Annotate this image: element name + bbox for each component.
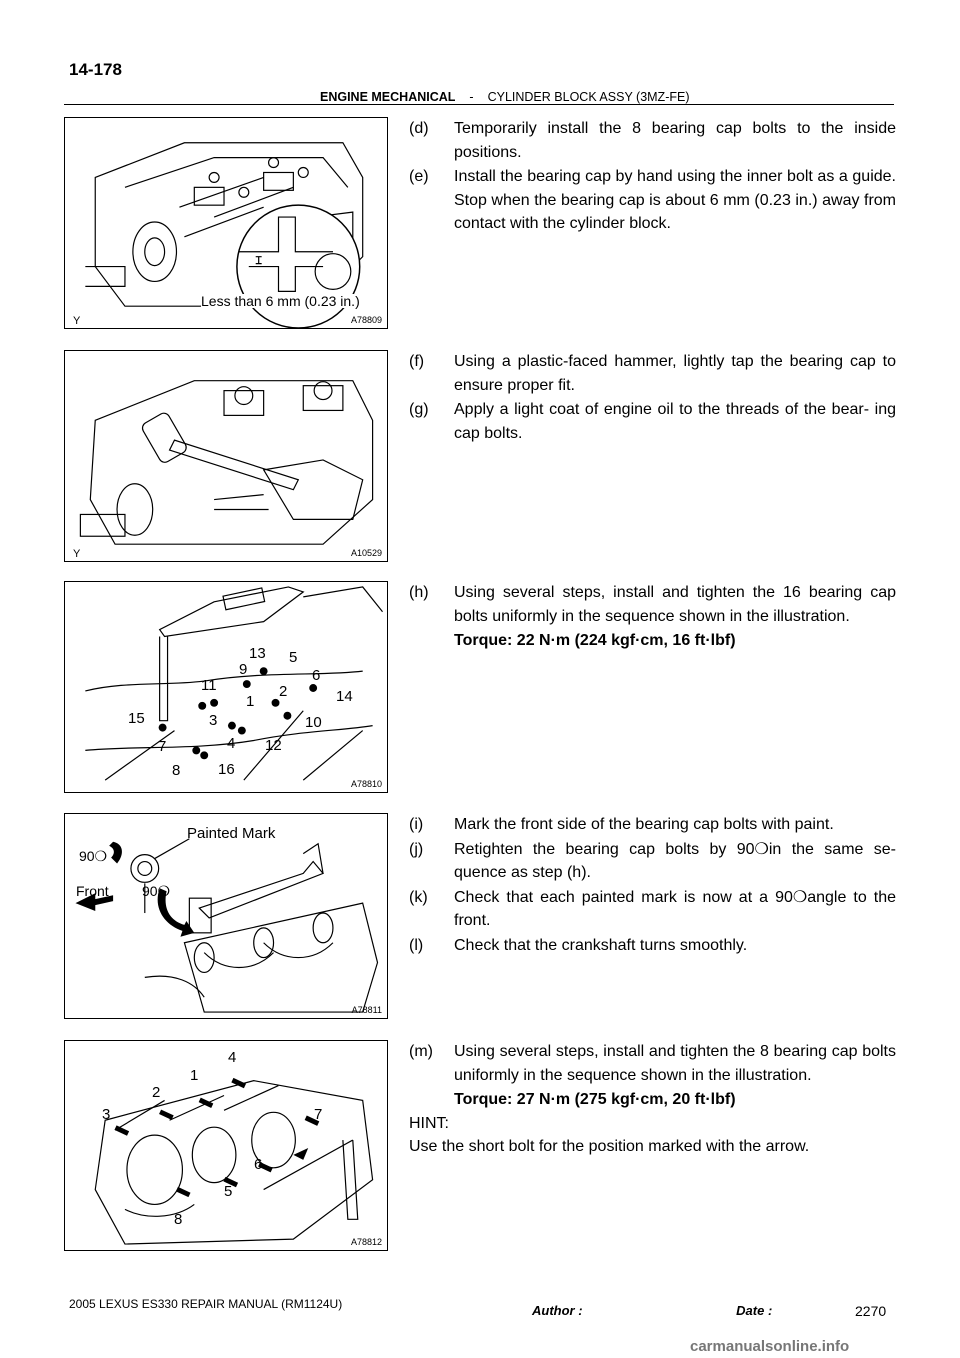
- section-header: ENGINE MECHANICAL - CYLINDER BLOCK ASSY …: [64, 90, 894, 104]
- bolt-number: 6: [254, 1156, 263, 1173]
- figure-painted-mark: Painted Mark 90❍ Front 90❍ A78811: [64, 813, 388, 1019]
- figure-view-mark: Y: [73, 548, 81, 560]
- manual-footer: 2005 LEXUS ES330 REPAIR MANUAL (RM1124U): [69, 1297, 343, 1311]
- bolt-number: 4: [228, 1049, 237, 1066]
- bolt-number: 8: [172, 762, 181, 779]
- figure-code: A10529: [350, 548, 382, 558]
- figure-bolt-sequence-8: 4 1 2 3 7 6 5 8 A78812: [64, 1040, 388, 1251]
- figure-code: A78810: [350, 779, 382, 789]
- torque-spec: Torque: 22 N·m (224 kgf·cm, 16 ft·lbf): [454, 632, 736, 649]
- figure-view-mark: Y: [73, 315, 81, 327]
- bolt-number: 8: [174, 1211, 183, 1228]
- step-text: Check that the crankshaft turns smoothly…: [454, 936, 748, 954]
- bolt-number: 6: [312, 667, 321, 684]
- bolt-number: 7: [314, 1106, 323, 1123]
- step-mark: (h): [409, 584, 429, 601]
- figure-code: A78809: [350, 315, 382, 325]
- step-f: (f) Using a plastic-faced hammer, lightly…: [409, 350, 896, 397]
- figure-bolt-sequence-16: 13 5 9 6 11 2 14 1 15 3 10 4 12 7 8 16 A…: [64, 581, 388, 793]
- date-label: Date :: [736, 1303, 773, 1318]
- step-i: (i) Mark the front side of the bearing ca…: [409, 813, 896, 837]
- step-mark: (m): [409, 1043, 433, 1060]
- step-mark: (e): [409, 168, 429, 185]
- torque-spec: Torque: 27 N·m (275 kgf·cm, 20 ft·lbf): [454, 1091, 736, 1108]
- bolt-number: 11: [201, 677, 217, 694]
- step-text: Using several steps, install and tighten…: [454, 584, 896, 625]
- header-separator: -: [469, 90, 474, 104]
- painted-mark-illustration: [75, 838, 379, 1013]
- step-mark: (g): [409, 401, 429, 418]
- step-text: Install the bearing cap by hand using th…: [454, 168, 896, 232]
- steps-d-e: (d) Temporarily install the 8 bearing cap…: [409, 117, 896, 237]
- section-title: ENGINE MECHANICAL: [320, 90, 456, 104]
- global-page-number: 2270: [855, 1303, 887, 1319]
- step-mark: (f): [409, 353, 425, 370]
- step-mark: (k): [409, 888, 428, 906]
- torque-wrench-illustration: [85, 586, 383, 781]
- figure-bearing-cap-clearance: Less than 6 mm (0.23 in.) Y A78809: [64, 117, 388, 329]
- steps-h: (h) Using several steps, install and tigh…: [409, 581, 896, 653]
- figure-code: A78811: [351, 1005, 382, 1015]
- step-text: Check that each painted mark is now at a…: [454, 888, 896, 930]
- bolt-number: 15: [128, 710, 145, 727]
- bolt-number: 5: [224, 1183, 233, 1200]
- bolt-number: 2: [279, 683, 288, 700]
- step-j: (j) Retighten the bearing cap bolts by 90…: [409, 838, 896, 885]
- front-label: Front: [76, 883, 109, 899]
- step-h: (h) Using several steps, install and tigh…: [409, 581, 896, 628]
- figure-hammer-tap: Y A10529: [64, 350, 388, 562]
- step-k: (k) Check that each painted mark is now a…: [409, 886, 896, 933]
- bolt-number: 1: [190, 1067, 199, 1084]
- bolt-number: 12: [265, 737, 282, 754]
- bolt-number: 3: [102, 1106, 111, 1123]
- bolt-number: 7: [158, 738, 167, 755]
- steps-m: (m) Using several steps, install and tigh…: [409, 1040, 896, 1159]
- step-e: (e) Install the bearing cap by hand using…: [409, 165, 896, 236]
- page-number: 14-178: [69, 60, 122, 79]
- header-rule: [64, 104, 894, 105]
- step-mark: (d): [409, 120, 429, 137]
- painted-mark-label: Painted Mark: [187, 825, 276, 842]
- bolt-number: 13: [249, 645, 266, 662]
- figure-code: A78812: [350, 1237, 382, 1247]
- step-g: (g) Apply a light coat of engine oil to t…: [409, 398, 896, 445]
- side-bolts-illustration: [94, 1077, 374, 1245]
- step-text: Apply a light coat of engine oil to the …: [454, 401, 896, 442]
- bolt-number: 3: [209, 712, 218, 729]
- bolt-number: 9: [239, 661, 248, 678]
- step-m: (m) Using several steps, install and tigh…: [409, 1040, 896, 1087]
- step-text: Temporarily install the 8 bearing cap bo…: [454, 120, 896, 161]
- bolt-number: 10: [305, 714, 322, 731]
- step-l: (l) Check that the crankshaft turns smoot…: [409, 934, 896, 958]
- watermark: carmanualsonline.info: [690, 1338, 850, 1355]
- subsection-title: CYLINDER BLOCK ASSY (3MZ-FE): [487, 90, 690, 104]
- hammer-illustration: [79, 380, 374, 545]
- bolt-number: 2: [152, 1084, 161, 1101]
- clearance-label: Less than 6 mm (0.23 in.): [201, 293, 360, 309]
- angle-label: 90❍: [79, 848, 108, 864]
- steps-i-l: (i) Mark the front side of the bearing ca…: [409, 813, 896, 958]
- bolt-number: 4: [227, 735, 236, 752]
- author-label: Author :: [532, 1303, 583, 1318]
- hint-label: HINT:: [409, 1114, 449, 1132]
- step-mark: (i): [409, 816, 424, 833]
- bolt-number: 1: [246, 693, 255, 710]
- step-text: Using a plastic-faced hammer, lightly ta…: [454, 353, 896, 394]
- step-text: Using several steps, install and tighten…: [454, 1043, 896, 1084]
- author-date: Author : Date :: [532, 1303, 772, 1318]
- angle-label: 90❍: [142, 883, 171, 899]
- bolt-number: 5: [289, 649, 298, 666]
- step-mark: (j): [409, 840, 424, 858]
- step-text: Retighten the bearing cap bolts by 90❍in…: [454, 840, 896, 882]
- bolt-number: 14: [336, 688, 353, 705]
- hint-text: Use the short bolt for the position mark…: [409, 1138, 810, 1155]
- step-d: (d) Temporarily install the 8 bearing cap…: [409, 117, 896, 164]
- steps-f-g: (f) Using a plastic-faced hammer, lightly…: [409, 350, 896, 446]
- step-mark: (l): [409, 936, 424, 954]
- step-text: Mark the front side of the bearing cap b…: [454, 816, 834, 833]
- bolt-number: 16: [218, 761, 235, 778]
